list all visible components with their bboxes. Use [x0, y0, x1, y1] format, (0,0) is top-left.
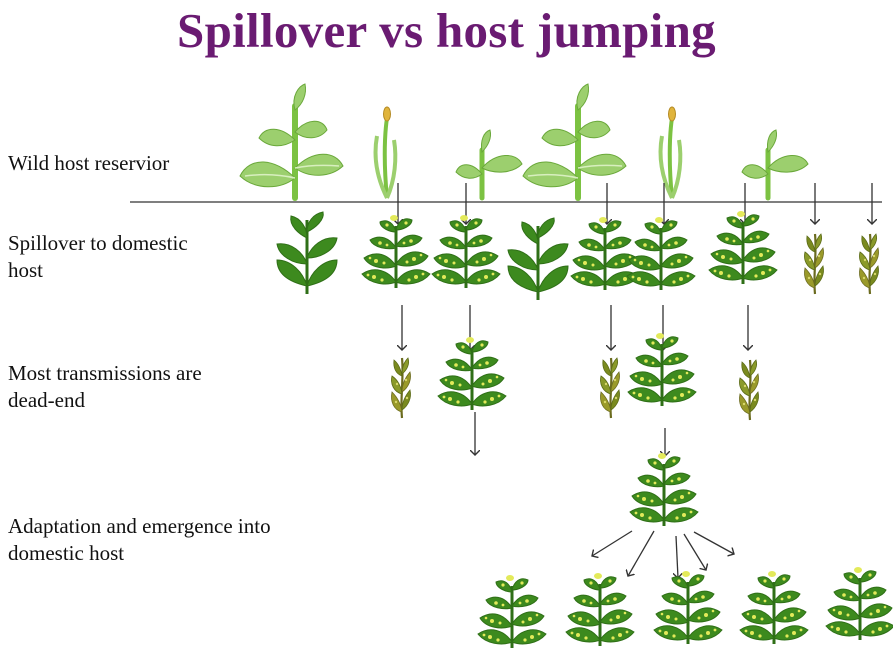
- row-label-dead-end: Most transmissions are: [8, 361, 202, 385]
- infected-domestic-plant-icon: [652, 569, 724, 646]
- healthy-domestic-plant-icon: [275, 210, 339, 296]
- wilted-plant-icon: [390, 356, 412, 420]
- infected-domestic-plant-icon: [738, 569, 810, 646]
- wild-grass-icon: [373, 105, 398, 200]
- infected-domestic-plant-icon: [626, 331, 698, 408]
- row-label-wild-host: Wild host reservior: [8, 151, 170, 175]
- row-label-adaptation-cont: domestic host: [8, 541, 125, 565]
- infected-domestic-plant-icon: [707, 209, 779, 286]
- infected-domestic-plant-icon: [360, 213, 432, 290]
- wild-plant-icon: [240, 84, 343, 198]
- adapted-infected-plant-icon: [628, 451, 700, 528]
- wilted-plant-icon: [803, 232, 825, 296]
- infected-domestic-plant-icon: [824, 565, 893, 642]
- arrow: [628, 530, 655, 576]
- wilted-plant-icon: [599, 356, 621, 420]
- arrow: [592, 530, 633, 556]
- infected-domestic-plant-icon: [476, 573, 548, 650]
- arrow: [693, 531, 734, 554]
- arrow: [683, 533, 706, 570]
- infected-domestic-plant-icon: [569, 215, 641, 292]
- row-label-adaptation: Adaptation and emergence into: [8, 514, 271, 538]
- infected-domestic-plant-icon: [625, 215, 697, 292]
- healthy-domestic-plant-icon: [506, 216, 570, 302]
- arrow: [676, 535, 678, 578]
- infected-domestic-plant-icon: [564, 571, 636, 648]
- infected-domestic-plant-icon: [430, 213, 502, 290]
- wilted-plant-icon: [738, 358, 760, 422]
- wild-plant-icon: [523, 84, 626, 198]
- row-label-spillover: Spillover to domestic: [8, 231, 188, 255]
- row-label-spillover-cont: host: [8, 258, 44, 282]
- wilted-plant-icon: [858, 232, 880, 296]
- infected-domestic-plant-icon: [436, 335, 508, 412]
- row-label-dead-end-cont: dead-end: [8, 388, 85, 412]
- page-title: Spillover vs host jumping: [177, 3, 716, 58]
- wild-sprout-icon: [742, 130, 808, 198]
